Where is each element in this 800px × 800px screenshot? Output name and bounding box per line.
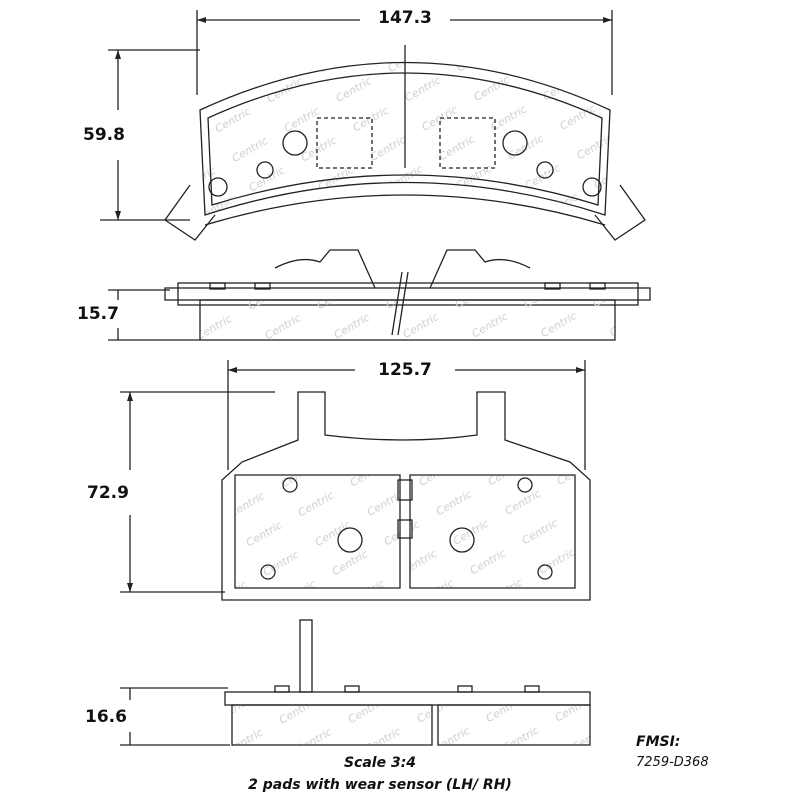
scale-caption: Scale 3:4	[343, 755, 417, 771]
dimension-bottom-height: 72.9	[87, 483, 129, 503]
dimension-lines	[100, 10, 613, 746]
description-caption: 2 pads with wear sensor (LH/ RH)	[248, 777, 512, 793]
bottom-pad-front-view	[221, 391, 591, 601]
bottom-pad-side-view	[224, 619, 591, 746]
top-pad-side-view	[164, 249, 651, 341]
top-pad-front-view	[164, 45, 646, 241]
dimension-top-height: 59.8	[83, 125, 125, 145]
dimension-top-side-thickness: 15.7	[77, 304, 119, 324]
dimension-bottom-side-thickness: 16.6	[85, 707, 127, 727]
dimension-top-width: 147.3	[378, 8, 432, 28]
dimension-bottom-width: 125.7	[378, 360, 432, 380]
fmsi-code: 7259-D368	[636, 755, 709, 770]
fmsi-label: FMSI:	[636, 734, 681, 750]
